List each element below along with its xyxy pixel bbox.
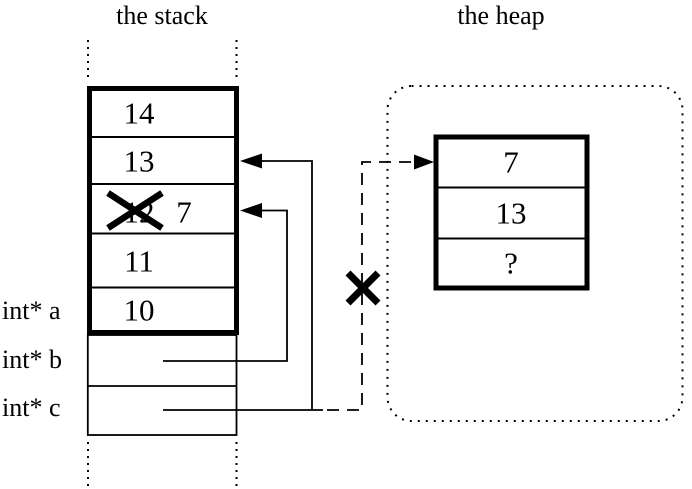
overwritten-new-value: 7 [176, 194, 192, 230]
dangling-cross-icon [345, 270, 381, 306]
crossed-out-old-value: 12 [123, 194, 155, 230]
variable-label-a: int* a [2, 296, 61, 325]
variable-label-b: int* b [2, 345, 62, 374]
stack-pointer-cells-box [86, 334, 238, 436]
heap-region-dotted-outline [386, 85, 684, 422]
dangling-pointer-dashed-line [327, 161, 415, 411]
pointer-b-arrowhead [240, 203, 262, 218]
variable-label-c: int* c [2, 393, 61, 422]
pointer-c-arrowhead [240, 153, 262, 169]
heap-cell-value: 7 [503, 144, 519, 180]
stack-cell-value: 11 [124, 243, 154, 279]
stack-cell-value: 14 [123, 95, 155, 131]
stack-cell-value: 10 [123, 292, 155, 328]
stack-cell-separators [92, 136, 234, 289]
dangling-pointer-arrowhead [414, 154, 434, 170]
heap-cell-value: ? [504, 245, 518, 281]
stack-frame-box [87, 86, 239, 335]
stack-cell-value: 13 [123, 143, 155, 179]
heap-title: the heap [457, 1, 545, 30]
stack-title: the stack [116, 1, 208, 30]
heap-cell-value: 13 [495, 195, 527, 231]
pointer-b-line [163, 209, 288, 362]
stack-guide-dotted-lines [87, 40, 238, 487]
